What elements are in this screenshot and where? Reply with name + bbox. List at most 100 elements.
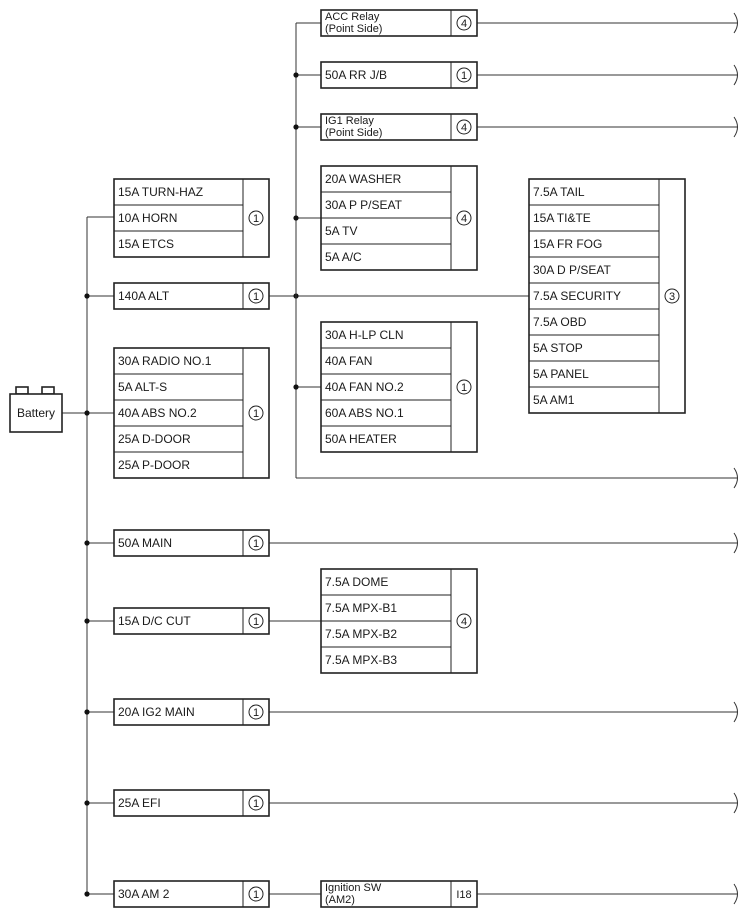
fuse-label-50a-main: 50A MAIN (118, 536, 172, 550)
junction-dot (84, 540, 90, 546)
fuse-block-g9: ACC Relay(Point Side) 4 (320, 9, 478, 37)
connector-number: 1 (461, 70, 467, 82)
fuse-label-40a-abs-no-2: 40A ABS NO.2 (118, 406, 197, 420)
wire-continuation-mark (733, 467, 738, 489)
connector-number: 3 (669, 291, 675, 303)
connector-number-circle (248, 613, 264, 629)
relay-label-ig1-relay-point-side: IG1 Relay(Point Side) (325, 115, 382, 139)
fuse-label-140a-alt: 140A ALT (118, 289, 170, 303)
fuse-label-5a-am1: 5A AM1 (533, 393, 575, 407)
connector-number: 1 (253, 291, 259, 303)
wire-continuation-mark (733, 64, 738, 86)
fuse-label-50a-rr-j-b: 50A RR J/B (325, 68, 387, 82)
fuse-block-g16: 7.5A TAIL 15A TI&TE 15A FR FOG 30A D P/SEAT… (528, 178, 686, 414)
fuse-label-15a-d-c-cut: 15A D/C CUT (118, 614, 191, 628)
fuse-label-7-5a-mpx-b3: 7.5A MPX-B3 (325, 653, 397, 667)
fuse-block-g4: 50A MAIN 1 (113, 529, 270, 557)
connector-number: 1 (253, 889, 259, 901)
connector-number-circle (248, 288, 264, 304)
connector-number-circle (248, 405, 264, 421)
fuse-label-7-5a-mpx-b1: 7.5A MPX-B1 (325, 601, 397, 615)
fuse-label-15a-fr-fog: 15A FR FOG (533, 237, 602, 251)
junction-dot (84, 618, 90, 624)
fuse-label-25a-efi: 25A EFI (118, 796, 161, 810)
battery: Battery (9, 386, 63, 433)
connector-number-circle (664, 288, 680, 304)
connector-number: 1 (461, 382, 467, 394)
wire-continuation-mark (733, 116, 738, 138)
fuse-label-7-5a-obd: 7.5A OBD (533, 315, 587, 329)
connector-number-circle (248, 210, 264, 226)
fuse-label-10a-horn: 10A HORN (118, 211, 177, 225)
connector-number-circle (456, 119, 472, 135)
junction-dot (293, 72, 299, 78)
fuse-label-15a-ti-te: 15A TI&TE (533, 211, 591, 225)
fuse-label-30a-h-lp-cln: 30A H-LP CLN (325, 328, 404, 342)
fuse-block-g7: 25A EFI 1 (113, 789, 270, 817)
fuse-block-g8: 30A AM 2 1 (113, 880, 270, 908)
fuse-block-g1: 15A TURN-HAZ 10A HORN 15A ETCS 1 (113, 178, 270, 258)
fuse-label-25a-d-door: 25A D-DOOR (118, 432, 191, 446)
fuse-label-30a-am-2: 30A AM 2 (118, 887, 170, 901)
connector-number: 4 (461, 122, 467, 134)
connector-number: I18 (456, 889, 471, 901)
connector-number: 1 (253, 798, 259, 810)
fuse-label-60a-abs-no-1: 60A ABS NO.1 (325, 406, 404, 420)
wire-continuation-mark (733, 12, 738, 34)
connector-number-circle (456, 15, 472, 31)
fuse-label-40a-fan: 40A FAN (325, 354, 372, 368)
fuse-label-30a-p-p-seat: 30A P P/SEAT (325, 198, 403, 212)
connector-number: 4 (461, 18, 467, 30)
fuse-label-5a-stop: 5A STOP (533, 341, 583, 355)
fuse-label-20a-ig2-main: 20A IG2 MAIN (118, 705, 195, 719)
fuse-label-5a-panel: 5A PANEL (533, 367, 589, 381)
junction-dot (84, 410, 90, 416)
junction-dot (84, 891, 90, 897)
battery-terminal (15, 386, 29, 395)
fuse-label-15a-etcs: 15A ETCS (118, 237, 174, 251)
fuse-label-7-5a-tail: 7.5A TAIL (533, 185, 585, 199)
wire-continuation-mark (733, 792, 738, 814)
fuse-label-7-5a-dome: 7.5A DOME (325, 575, 388, 589)
connector-number: 4 (461, 213, 467, 225)
connector-number-circle (456, 67, 472, 83)
relay-label-acc-relay-point-side: ACC Relay(Point Side) (325, 11, 382, 35)
fuse-block-g12: 20A WASHER 30A P P/SEAT 5A TV 5A A/C 4 (320, 165, 478, 271)
relay-label-ignition-sw-am2: Ignition SW(AM2) (325, 882, 382, 906)
battery-body (9, 393, 63, 433)
junction-dot (84, 800, 90, 806)
connector-number-circle (456, 613, 472, 629)
connector-number: 1 (253, 616, 259, 628)
fuse-label-5a-a-c: 5A A/C (325, 250, 362, 264)
fuse-label-50a-heater: 50A HEATER (325, 432, 397, 446)
fuse-block-g10: 50A RR J/B 1 (320, 61, 478, 89)
fuse-label-20a-washer: 20A WASHER (325, 172, 402, 186)
fuse-label-5a-alt-s: 5A ALT-S (118, 380, 167, 394)
junction-dot (293, 124, 299, 130)
connector-number-circle (248, 795, 264, 811)
connector-number-circle (248, 886, 264, 902)
fuse-label-30a-d-p-seat: 30A D P/SEAT (533, 263, 611, 277)
connector-number: 4 (461, 616, 467, 628)
fuse-block-g11: IG1 Relay(Point Side) 4 (320, 113, 478, 141)
fuse-label-7-5a-mpx-b2: 7.5A MPX-B2 (325, 627, 397, 641)
fuse-block-g6: 20A IG2 MAIN 1 (113, 698, 270, 726)
connector-number: 1 (253, 538, 259, 550)
wire-continuation-mark (733, 532, 738, 554)
connector-number-circle (456, 210, 472, 226)
connector-number: 1 (253, 408, 259, 420)
fuse-label-7-5a-security: 7.5A SECURITY (533, 289, 621, 303)
junction-dot (84, 293, 90, 299)
battery-terminal (41, 386, 55, 395)
wire-continuation-mark (733, 883, 738, 905)
connector-number: 1 (253, 707, 259, 719)
junction-dot (84, 709, 90, 715)
battery-label: Battery (17, 406, 55, 420)
connector-number-circle (456, 379, 472, 395)
fuse-label-15a-turn-haz: 15A TURN-HAZ (118, 185, 203, 199)
fuse-block-g5: 15A D/C CUT 1 (113, 607, 270, 635)
fuse-label-5a-tv: 5A TV (325, 224, 357, 238)
connector-number: 1 (253, 213, 259, 225)
